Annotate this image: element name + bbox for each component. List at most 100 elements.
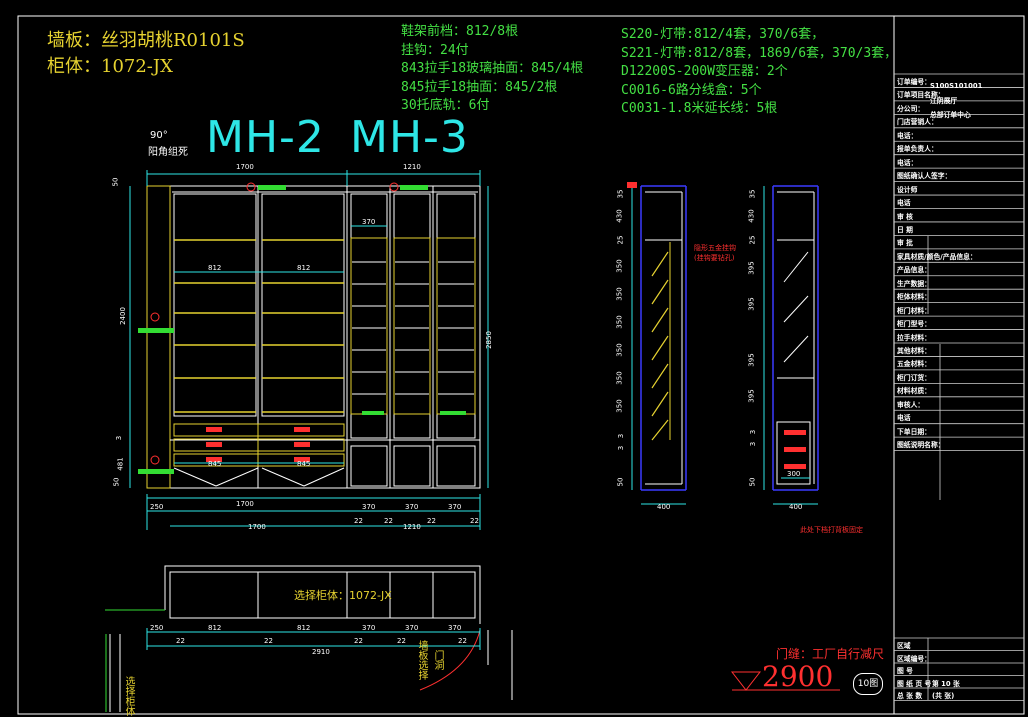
dim-left-3: 3 <box>115 435 124 441</box>
title-block-label: 五金材料： <box>897 360 931 369</box>
plan-small-dim: 22 <box>397 637 406 645</box>
side1-dim: 350 <box>615 399 624 413</box>
title-block-label: 生产数据： <box>897 279 931 288</box>
dim-812-a: 812 <box>208 264 222 272</box>
note-line: D12200S-200W变压器：2个 <box>621 64 788 79</box>
title-block-label: 电话 <box>897 199 911 208</box>
side1-depth: 400 <box>657 503 671 511</box>
title-block-label: 报单负责人： <box>897 145 938 154</box>
sheet-badge: 10图 <box>853 673 883 695</box>
title-block-label: 图纸说明名称： <box>897 441 945 450</box>
plan-dim: 370 <box>405 624 419 632</box>
side-view-2-hooks <box>783 251 809 363</box>
side1-annotation-1: 隐形五金挂钩 <box>694 244 736 252</box>
side-view-2-drawers <box>784 430 806 469</box>
side2-dim: 430 <box>747 209 756 223</box>
title-block-label: 设计师 <box>897 185 918 194</box>
dim-bottom-1700-b: 1700 <box>248 523 266 531</box>
title-block-label: 柜体材料： <box>897 293 931 302</box>
side1-annotation-2: (挂钩要钻孔) <box>694 254 735 262</box>
dim-left-50-bottom: 50 <box>112 477 121 487</box>
plan-small-dim: 22 <box>264 637 273 645</box>
title-block-lines <box>894 73 1024 701</box>
note-line: C0016-6路分线盒：5个 <box>621 82 762 98</box>
title-block-label: 柜门订货： <box>897 373 931 382</box>
side1-dim: 35 <box>616 189 625 199</box>
side2-inner-depth: 300 <box>787 470 801 478</box>
dim-bottom-370-a: 370 <box>362 503 376 511</box>
side-view-2-inner <box>776 191 815 485</box>
side1-dim: 350 <box>615 259 624 273</box>
side2-note: 此处下档打背板固定 <box>800 526 863 534</box>
title-block-bottom-label: 区域编号： <box>897 654 931 663</box>
side1-dim: 3 <box>617 445 626 451</box>
title-block-label: 分公司： <box>897 104 925 113</box>
title-block-bottom-value: (共 张) <box>932 692 955 700</box>
side1-dim: 3 <box>617 433 626 439</box>
plan-side-label-2: 墙板选择 <box>416 640 427 680</box>
note-line: C0031-1.8米延长线：5根 <box>621 101 778 116</box>
title-block-label: 柜门材料： <box>897 306 931 315</box>
dim-left-2400: 2400 <box>118 307 127 325</box>
note-line: 30托底轨：6付 <box>401 98 490 113</box>
plan-total: 2910 <box>312 648 330 656</box>
title-block-label: 订单项目名称： <box>897 91 945 100</box>
dim-370: 370 <box>362 218 376 226</box>
title-block-label: 门店营销人： <box>897 118 938 127</box>
title-block-label: 图纸确认人签字： <box>897 172 952 181</box>
dim-top-1210: 1210 <box>403 163 421 171</box>
side2-dim: 395 <box>747 297 756 311</box>
title-block-bottom-label: 图 纸 页 号 <box>897 679 932 688</box>
plan-small-dim: 22 <box>176 637 185 645</box>
left-panel <box>146 185 171 489</box>
big-dimension-2900: 2900 <box>762 660 834 693</box>
title-block-value: 总部订单中心 <box>930 110 971 119</box>
title-block-label: 柜门型号： <box>897 320 931 329</box>
title-block-label: 电话： <box>897 131 918 140</box>
side-view-1-inner <box>645 191 683 485</box>
side2-dim: 3 <box>749 441 758 447</box>
title-block-label: 其他材料： <box>897 347 931 355</box>
plan-dim: 812 <box>208 624 222 632</box>
dim-right-2850: 2850 <box>484 331 493 349</box>
front-view <box>146 185 481 489</box>
side-view-1-dims <box>631 186 686 505</box>
note-line: S220-灯带:812/4套，370/6套， <box>621 27 825 42</box>
side-view-2-dims <box>763 186 818 505</box>
title-block-label: 家具材质/颜色/产品信息： <box>897 252 977 261</box>
corner-note-angle: 90° <box>150 130 168 141</box>
title-block-label: 审 批 <box>897 239 913 248</box>
dim-left-50-top: 50 <box>111 177 120 187</box>
side-view-1 <box>640 185 687 491</box>
note-line: S221-灯带:812/8套，1869/6套，370/3套， <box>621 45 898 61</box>
side1-dim: 350 <box>615 343 624 357</box>
plan-dim: 250 <box>150 624 164 632</box>
dim-845-b: 845 <box>297 460 311 468</box>
plan-small-dim: 22 <box>458 637 467 645</box>
dim-bottom-370-c: 370 <box>448 503 462 511</box>
dim-812-b: 812 <box>297 264 311 272</box>
shelves-mh3 <box>350 237 476 415</box>
plan-door-note: 门洞 <box>432 650 443 670</box>
cabinet-body-label: 柜体：1072-JX <box>47 56 173 77</box>
note-line: 挂钩：24付 <box>401 42 469 58</box>
dim-top-1700: 1700 <box>236 163 254 171</box>
dim-bottom-1700: 1700 <box>236 500 254 508</box>
title-block-label: 材料材质： <box>897 387 931 396</box>
plan-dim: 812 <box>297 624 311 632</box>
plan-dims <box>146 628 481 650</box>
dim-small-22-b: 22 <box>384 517 393 525</box>
side2-dim: 395 <box>747 261 756 275</box>
title-block-bottom-label: 总 张 数 <box>897 692 923 700</box>
side-view-1-hooks <box>651 251 669 441</box>
level-triangle <box>730 671 762 691</box>
title-block-value: S100S101001 <box>930 82 983 90</box>
notes-right: S220-灯带:812/4套，370/6套， S221-灯带:812/8套，18… <box>621 26 897 119</box>
drawer-handles <box>206 427 310 462</box>
title-block-label: 电话 <box>897 414 911 423</box>
side1-dim: 350 <box>615 287 624 301</box>
side1-dim: 25 <box>616 235 625 245</box>
dim-small-22-c: 22 <box>427 517 436 525</box>
